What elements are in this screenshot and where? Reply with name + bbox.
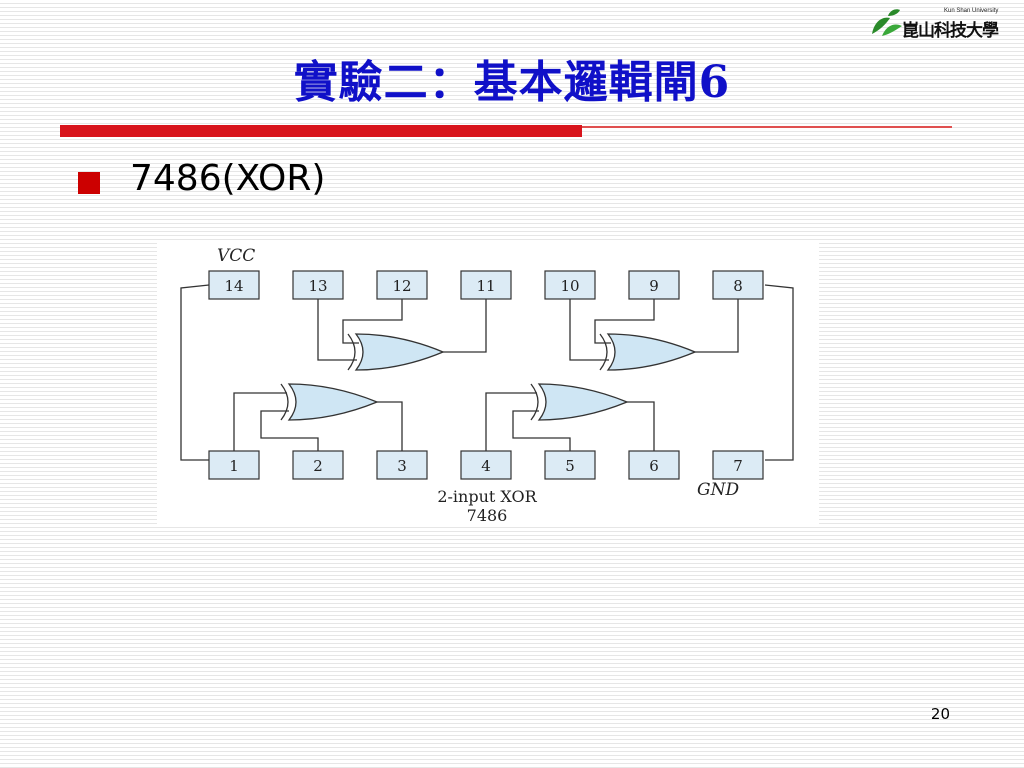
wire xyxy=(377,401,403,451)
pin-box xyxy=(544,450,596,480)
pin-label: 5 xyxy=(565,457,575,475)
wire xyxy=(627,401,655,451)
pin-label: 1 xyxy=(229,457,239,475)
xor-gate-d-body xyxy=(537,383,629,421)
wire xyxy=(695,299,739,353)
xor-gate-a-back-curve xyxy=(347,333,356,371)
pin-box xyxy=(628,270,680,300)
pin-label: 4 xyxy=(481,457,491,475)
wire xyxy=(594,299,655,344)
logo-chinese-text: 崑山科技大學 xyxy=(902,21,999,41)
xor-gate-c-body xyxy=(287,383,379,421)
pin-label: 2 xyxy=(313,457,323,475)
ic-pinout-svg: .w { fill:none; stroke:#333; stroke-widt… xyxy=(180,246,794,525)
pin-label: 9 xyxy=(649,277,659,295)
pin-label: 14 xyxy=(224,277,243,295)
gnd-label: GND xyxy=(697,480,739,500)
pin-box xyxy=(376,270,428,300)
wire xyxy=(317,299,357,361)
pin-box xyxy=(376,450,428,480)
pin-box xyxy=(712,450,764,480)
pin-box xyxy=(208,450,260,480)
pin-box xyxy=(208,270,260,300)
xor-gate-c-back-curve xyxy=(280,383,289,421)
xor-gate-d-back-curve xyxy=(530,383,539,421)
bullet-text: 7486(XOR) xyxy=(130,158,326,199)
wire xyxy=(233,392,287,451)
pin-box xyxy=(712,270,764,300)
vcc-rail-wire xyxy=(180,284,210,461)
wire xyxy=(260,410,319,451)
pin-label: 13 xyxy=(308,277,327,295)
university-logo: Kun Shan University 崑山科技大學 xyxy=(868,4,1016,42)
pin-label: 3 xyxy=(397,457,407,475)
logo-english-text: Kun Shan University xyxy=(944,8,999,14)
pin-label: 12 xyxy=(392,277,411,295)
pin-label: 10 xyxy=(560,277,579,295)
pin-label: 8 xyxy=(733,277,743,295)
title-underline-thin xyxy=(582,126,952,128)
ic-7486-diagram: .w { fill:none; stroke:#333; stroke-widt… xyxy=(157,240,819,527)
pin-box xyxy=(628,450,680,480)
bullet-square-icon xyxy=(78,172,100,194)
wire xyxy=(512,410,571,451)
leaf-logo-icon xyxy=(872,9,902,36)
pin-box xyxy=(460,450,512,480)
gnd-rail-wire xyxy=(764,284,794,461)
wire xyxy=(485,392,537,451)
xor-gate-a-body xyxy=(354,333,445,371)
wire xyxy=(443,299,487,353)
pin-box xyxy=(292,450,344,480)
title-underline-thick xyxy=(60,125,582,137)
vcc-label: VCC xyxy=(217,246,255,266)
pin-label: 6 xyxy=(649,457,659,475)
pin-box xyxy=(544,270,596,300)
xor-gate-b-back-curve xyxy=(599,333,608,371)
pin-label: 7 xyxy=(733,457,743,475)
wire xyxy=(342,299,403,344)
wire xyxy=(569,299,609,361)
diagram-caption-line1: 2-input XOR xyxy=(437,487,537,506)
pin-label: 11 xyxy=(476,277,495,295)
xor-gate-b-body xyxy=(606,333,697,371)
pin-box xyxy=(292,270,344,300)
diagram-caption-line2: 7486 xyxy=(467,506,508,525)
page-number: 20 xyxy=(930,705,950,723)
pin-box xyxy=(460,270,512,300)
slide-title: 實驗二：基本邏輯閘6 xyxy=(293,57,731,108)
